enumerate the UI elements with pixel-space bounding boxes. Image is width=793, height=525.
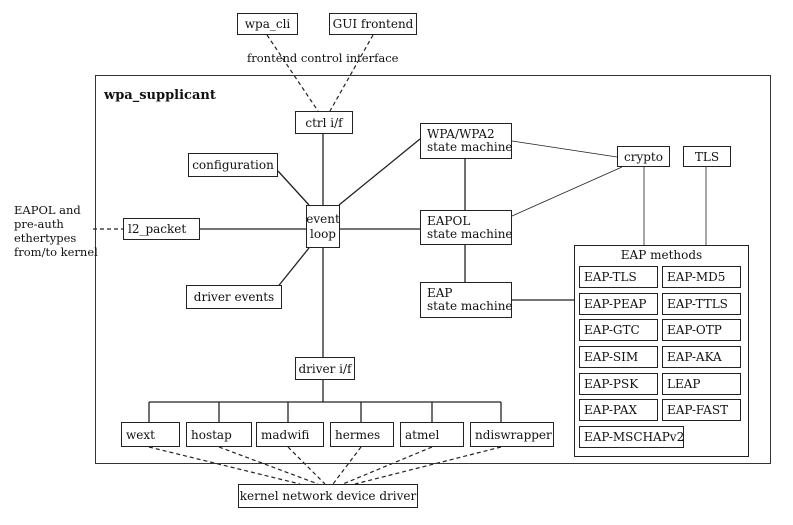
gui-to-ctrl-line <box>329 34 374 112</box>
hermes-to-kernel-line <box>332 446 362 485</box>
eapol-state-machine-box: EAPOL state machine <box>420 210 513 245</box>
ctrl-if-box: ctrl i/f <box>295 111 353 134</box>
event-loop-line-1: event <box>306 211 340 226</box>
eap-sm-line-1: EAP <box>427 286 453 300</box>
eap-state-machine-box: EAP state machine <box>420 282 513 318</box>
eap-methods-title: EAP methods <box>620 248 703 262</box>
driver-hermes-box: hermes <box>330 422 394 447</box>
eap-method-pax: EAP-PAX <box>579 399 658 421</box>
l2-packet-box: l2_packet <box>123 218 200 240</box>
eap-method-tls: EAP-TLS <box>579 266 658 288</box>
configuration-box: configuration <box>188 153 278 177</box>
driver-hostap-box: hostap <box>186 422 252 447</box>
event-loop-to-wpa-sm-line <box>338 138 421 206</box>
event-loop-box: event loop <box>306 205 340 248</box>
crypto-box: crypto <box>617 146 670 167</box>
eap-method-leap: LEAP <box>662 373 741 395</box>
eap-method-aka: EAP-AKA <box>662 346 741 368</box>
eap-method-psk: EAP-PSK <box>579 373 658 395</box>
hostap-to-kernel-line <box>218 446 319 485</box>
eap-method-mschapv2: EAP-MSCHAPv2 <box>579 426 684 448</box>
tls-box: TLS <box>683 146 731 167</box>
eap-sm-line-2: state machine <box>427 299 513 313</box>
eapol-sm-to-crypto-line <box>511 166 623 217</box>
madwifi-to-kernel-line <box>287 446 326 485</box>
wpa-sm-to-crypto-line <box>511 140 618 158</box>
eap-method-gtc: EAP-GTC <box>579 319 658 341</box>
eapol-sm-line-2: state machine <box>427 226 513 241</box>
driver-if-box: driver i/f <box>295 357 355 380</box>
wpa-cli-box: wpa_cli <box>237 13 298 35</box>
wext-to-kernel-line <box>148 446 301 485</box>
atmel-to-kernel-line <box>342 446 433 485</box>
gui-frontend-box: GUI frontend <box>329 13 417 35</box>
eapol-label-line-2: pre-auth <box>14 217 64 231</box>
driver-ndiswrapper-box: ndiswrapper <box>470 422 554 447</box>
driver-events-box: driver events <box>186 285 282 309</box>
wpa-cli-to-ctrl-line <box>266 34 319 112</box>
wpa-sm-line-2: state machine <box>427 140 513 154</box>
eap-method-otp: EAP-OTP <box>662 319 741 341</box>
frontend-control-interface-label: frontend control interface <box>247 51 399 65</box>
kernel-driver-box: kernel network device driver <box>238 484 418 508</box>
eapol-sm-line-1: EAPOL <box>427 213 471 228</box>
eap-method-md5: EAP-MD5 <box>662 266 741 288</box>
eap-method-fast: EAP-FAST <box>662 399 741 421</box>
eapol-label-line-4: from/to kernel <box>14 245 98 259</box>
eap-method-sim: EAP-SIM <box>579 346 658 368</box>
driver-atmel-box: atmel <box>400 422 464 447</box>
eapol-label-line-1: EAPOL and <box>14 203 81 217</box>
driver-events-to-event-loop-line <box>275 247 310 290</box>
wpa-supplicant-container <box>95 75 771 464</box>
configuration-to-event-loop-line <box>277 170 310 206</box>
eap-method-ttls: EAP-TTLS <box>662 293 741 315</box>
eap-method-peap: EAP-PEAP <box>579 293 658 315</box>
driver-wext-box: wext <box>121 422 180 447</box>
eapol-ethertypes-label: EAPOL and pre-auth ethertypes from/to ke… <box>14 203 98 259</box>
eapol-label-line-3: ethertypes <box>14 231 77 245</box>
event-loop-line-2: loop <box>310 226 336 241</box>
wpa-sm-line-1: WPA/WPA2 <box>427 127 495 141</box>
driver-madwifi-box: madwifi <box>256 422 324 447</box>
wpa-state-machine-box: WPA/WPA2 state machine <box>420 123 513 159</box>
container-title: wpa_supplicant <box>104 88 216 103</box>
